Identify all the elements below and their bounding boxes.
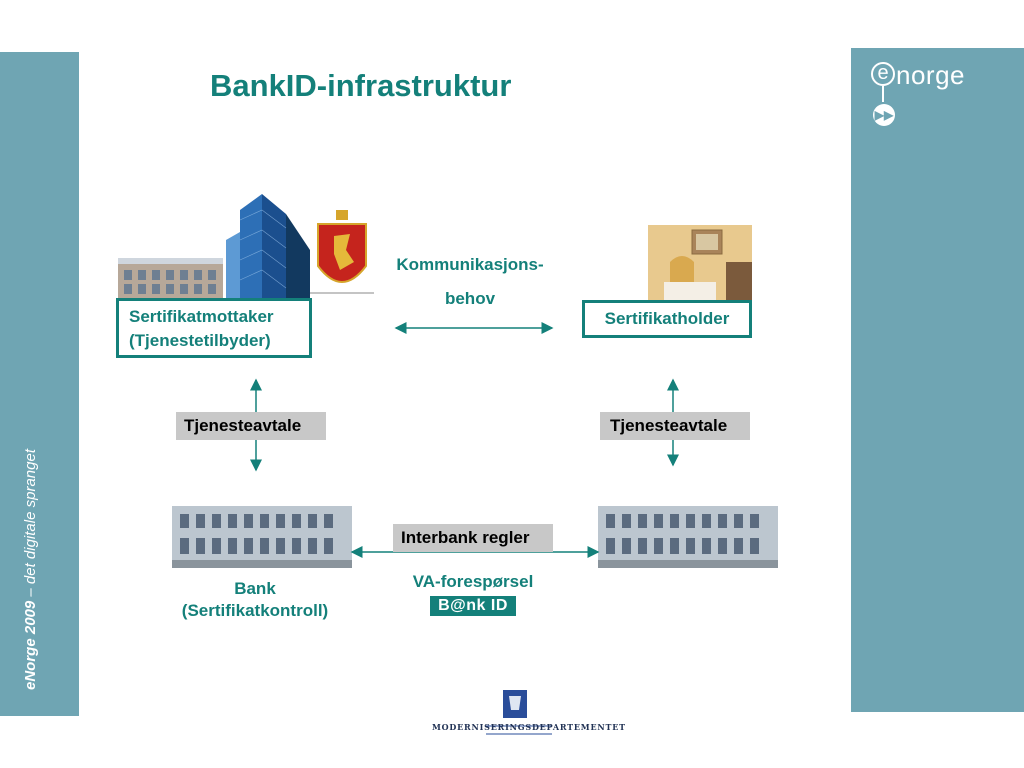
bank-line1: Bank: [234, 579, 276, 598]
bank-building-image-right: [598, 506, 778, 568]
logo-connector: [882, 86, 884, 102]
bank-building-image: [172, 500, 352, 570]
certificate-recipient-box: Sertifikatmottaker (Tjenestetilbyder): [116, 298, 312, 358]
certificate-holder-box: Sertifikatholder: [582, 300, 752, 338]
communication-line1: Kommunikasjons-: [396, 255, 544, 274]
right-sidebar: [851, 48, 1024, 712]
enorge-logo-e-icon: e: [871, 62, 895, 86]
communication-label: Kommunikasjons- behov: [382, 248, 558, 316]
bank-line2: (Sertifikatkontroll): [181, 601, 329, 620]
page-title: BankID-infrastruktur: [210, 68, 512, 103]
office-building-image: [118, 258, 223, 298]
coat-of-arms-icon: [317, 210, 367, 283]
ministry-emblem-icon: [486, 690, 552, 735]
va-request-label: VA-forespørsel: [412, 572, 534, 591]
skyscraper-image: [226, 194, 310, 298]
recipient-label: Sertifikatmottaker: [129, 307, 274, 326]
left-sidebar: eNorge 2009 – det digitale spranget: [0, 52, 79, 716]
bankid-logo: B@nk ID: [430, 596, 516, 616]
bank-label: Bank (Sertifikatkontroll): [160, 578, 350, 622]
service-agreement-right: Tjenesteavtale: [600, 412, 750, 440]
communication-line2: behov: [444, 289, 496, 308]
recipient-sublabel: (Tjenestetilbyder): [129, 331, 271, 350]
interbank-rules-label: Interbank regler: [393, 524, 553, 552]
enorge-logo-text: norge: [896, 60, 965, 90]
person-with-phone-image: [648, 225, 752, 300]
ministry-name: MODERNISERINGSDEPARTEMENTET: [432, 722, 626, 732]
holder-label: Sertifikatholder: [604, 309, 730, 328]
service-agreement-left: Tjenesteavtale: [176, 412, 326, 440]
fast-forward-icon[interactable]: ▶▶: [873, 104, 895, 126]
